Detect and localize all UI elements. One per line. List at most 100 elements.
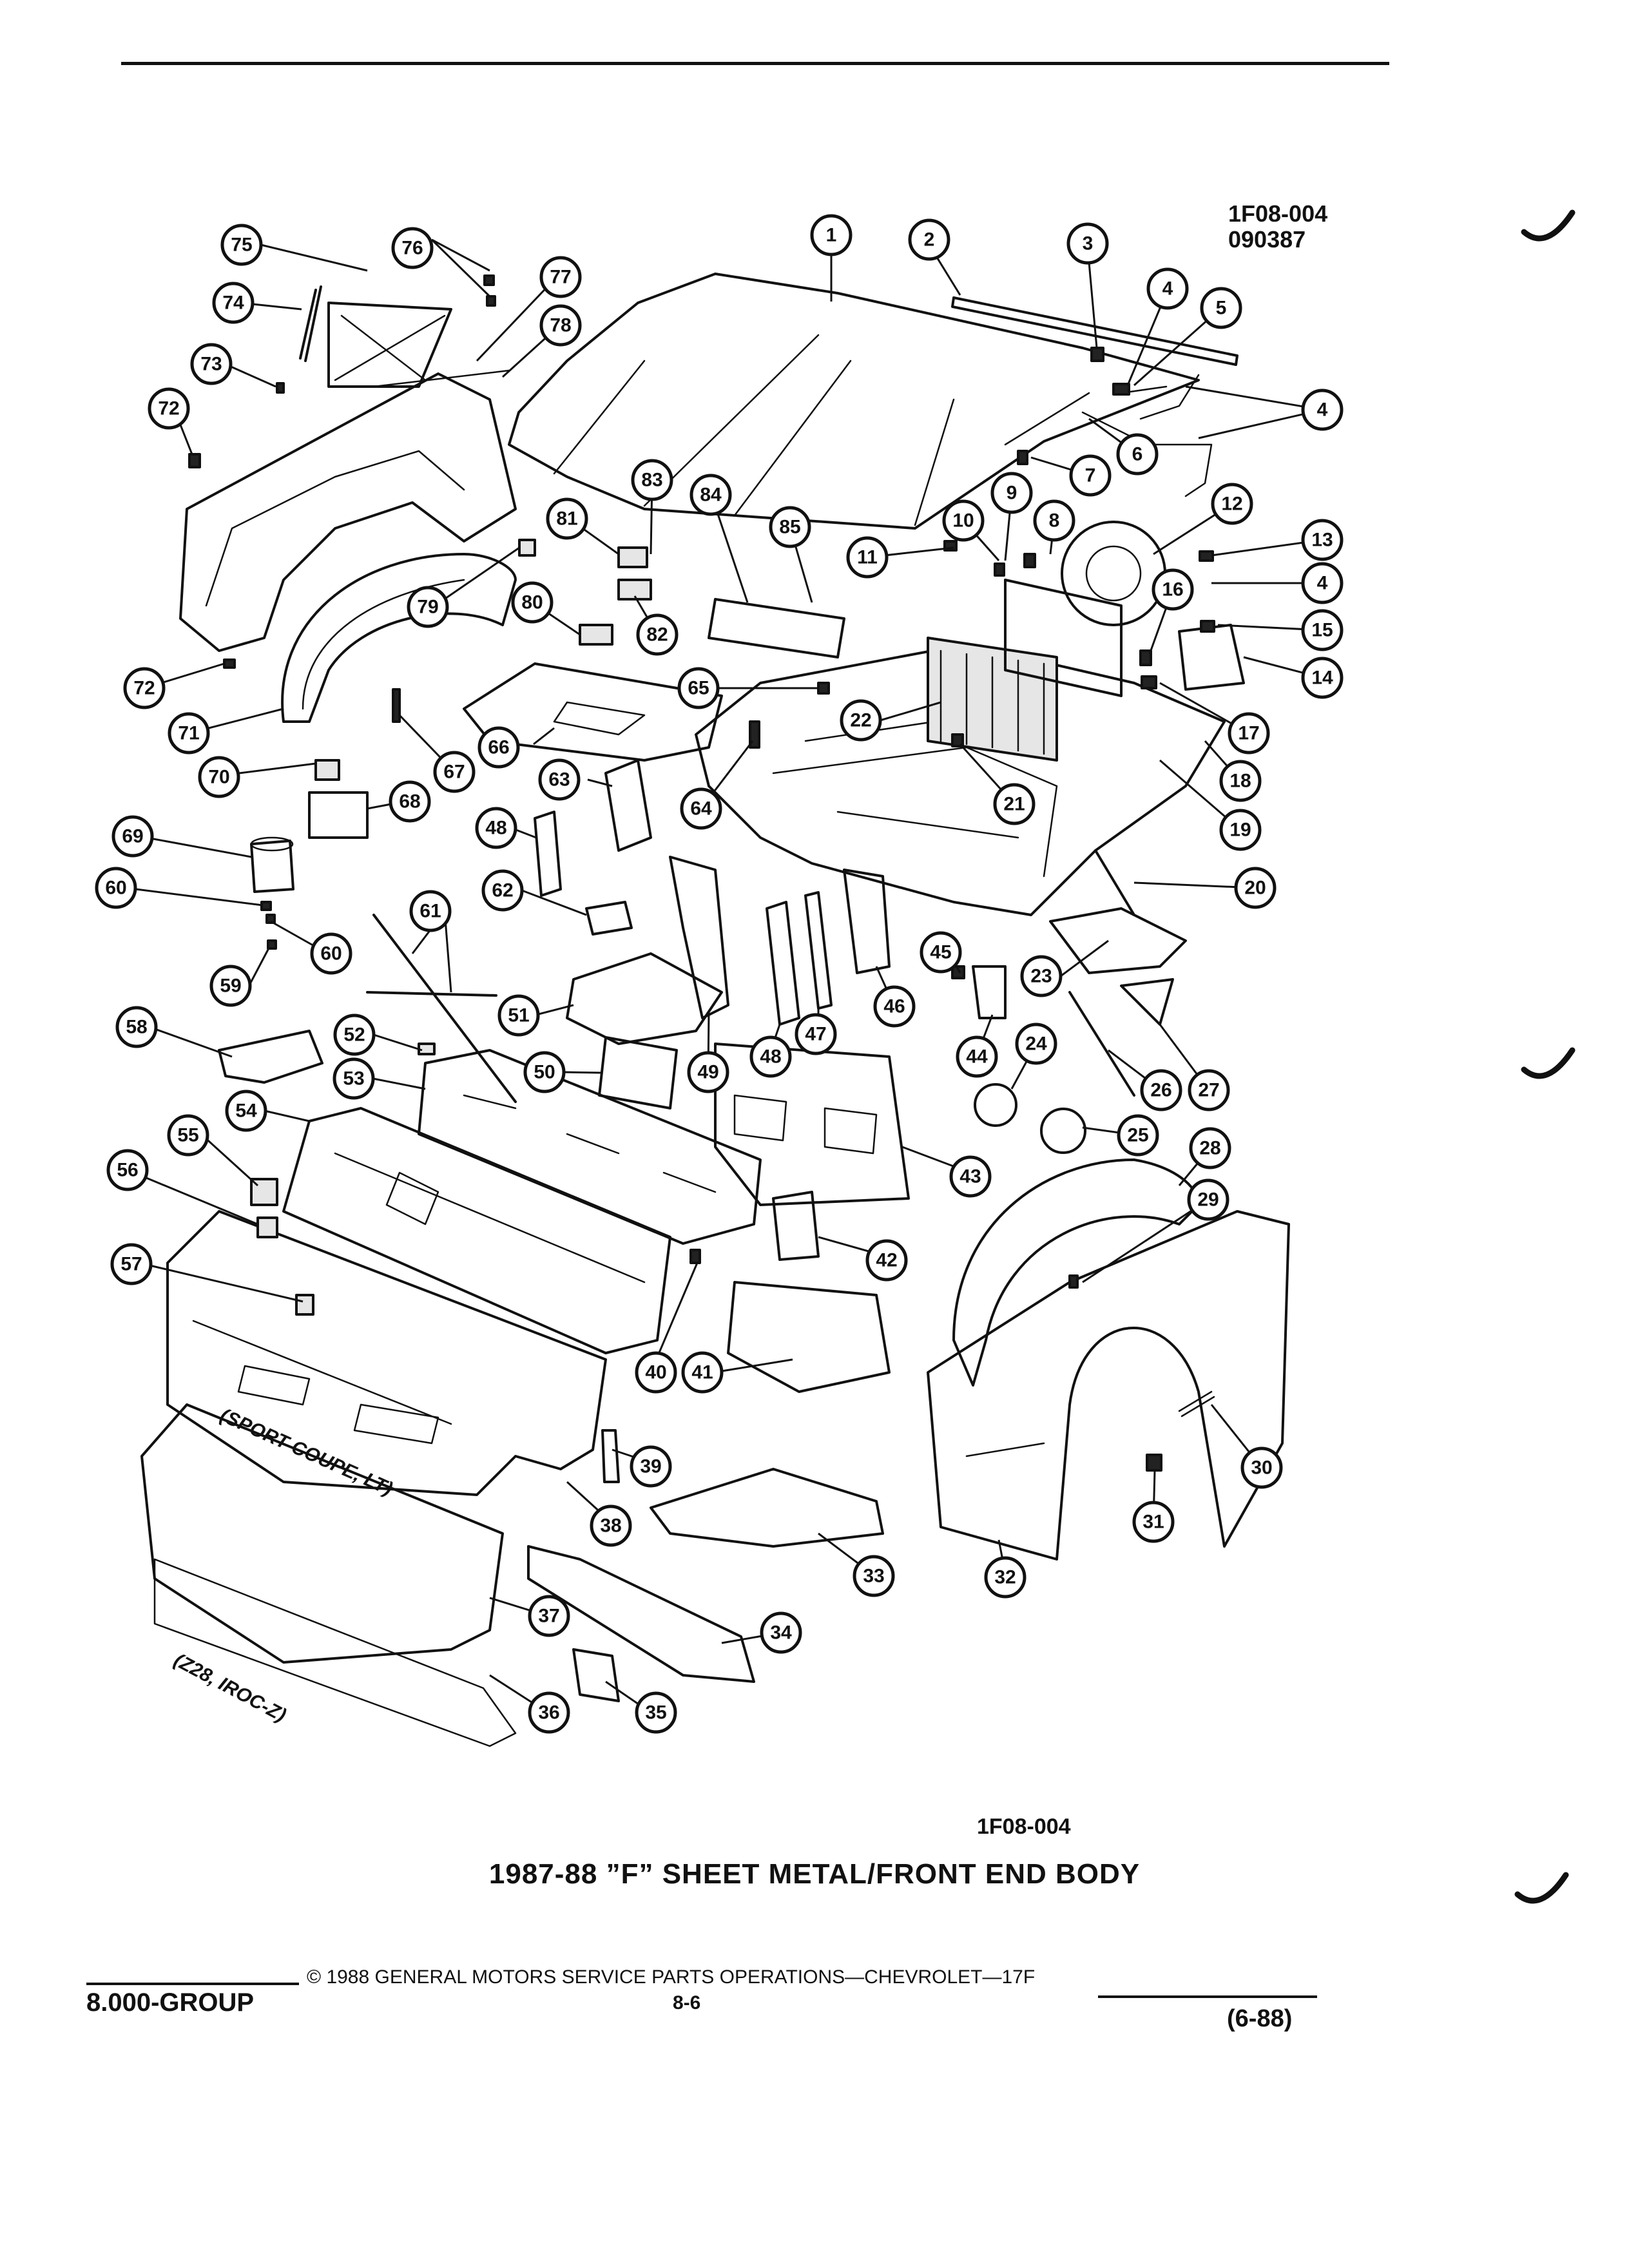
callout-17[interactable]: 17: [1228, 712, 1270, 754]
callout-30[interactable]: 30: [1240, 1446, 1283, 1489]
callout-20[interactable]: 20: [1234, 867, 1277, 909]
callout-64[interactable]: 64: [680, 787, 722, 830]
callout-61[interactable]: 61: [409, 890, 452, 932]
callout-7[interactable]: 7: [1069, 454, 1112, 497]
callout-label: 46: [883, 996, 905, 1017]
callout-75[interactable]: 74: [212, 282, 255, 324]
callout-53[interactable]: 53: [333, 1057, 375, 1100]
callout-85[interactable]: 84: [689, 474, 732, 516]
callout-76[interactable]: 75: [220, 224, 263, 266]
callout-21[interactable]: 21: [993, 783, 1036, 825]
callout-35[interactable]: 35: [635, 1691, 677, 1734]
callout-54[interactable]: 54: [225, 1090, 267, 1132]
callout-10[interactable]: 10: [942, 499, 985, 542]
hood-seal-strip-drawing: [951, 296, 1239, 366]
callout-65[interactable]: 65: [677, 667, 720, 709]
callout-78[interactable]: 77: [539, 256, 582, 298]
callout-48-center[interactable]: 48: [749, 1035, 792, 1078]
callout-82[interactable]: 81: [546, 497, 588, 540]
callout-1[interactable]: 1: [810, 214, 853, 256]
air-deflector-41-drawing: [727, 1281, 891, 1393]
callout-13[interactable]: 13: [1301, 519, 1344, 561]
callout-42[interactable]: 42: [865, 1239, 908, 1282]
callout-67[interactable]: 67: [433, 751, 476, 793]
callout-86[interactable]: 85: [769, 506, 811, 548]
callout-2[interactable]: 2: [908, 218, 950, 261]
callout-14[interactable]: 14: [1301, 657, 1344, 699]
callout-40[interactable]: 40: [635, 1351, 677, 1394]
callout-45[interactable]: 45: [920, 931, 962, 974]
callout-9[interactable]: 9: [990, 472, 1033, 514]
callout-52[interactable]: 52: [333, 1014, 376, 1056]
callout-63[interactable]: 63: [538, 758, 581, 801]
callout-62[interactable]: 62: [481, 869, 524, 912]
callout-71[interactable]: 71: [168, 712, 210, 754]
callout-59[interactable]: 59: [209, 965, 252, 1007]
callout-label: 39: [640, 1456, 661, 1477]
callout-37[interactable]: 37: [528, 1595, 570, 1637]
callout-27[interactable]: 27: [1188, 1069, 1230, 1111]
callout-34[interactable]: 34: [760, 1611, 802, 1654]
clip-5-drawing: [1112, 383, 1130, 396]
callout-6[interactable]: 6: [1116, 433, 1159, 476]
callout-label: 24: [1025, 1033, 1047, 1055]
callout-31[interactable]: 31: [1132, 1501, 1175, 1543]
callout-29[interactable]: 29: [1187, 1178, 1229, 1221]
callout-56[interactable]: 56: [106, 1149, 149, 1191]
callout-28[interactable]: 28: [1189, 1127, 1231, 1169]
callout-84[interactable]: 83: [631, 459, 673, 501]
callout-77[interactable]: 76: [391, 227, 434, 269]
callout-18[interactable]: 18: [1219, 760, 1262, 802]
callout-4-clamp[interactable]: 4: [1301, 562, 1344, 604]
callout-39[interactable]: 39: [630, 1445, 672, 1488]
callout-51[interactable]: 51: [497, 994, 540, 1037]
callout-4-hose[interactable]: 4: [1301, 389, 1344, 431]
callout-24[interactable]: 24: [1015, 1023, 1057, 1065]
callout-5[interactable]: 5: [1200, 287, 1242, 329]
callout-47[interactable]: 47: [795, 1013, 837, 1055]
callout-49[interactable]: 49: [687, 1051, 729, 1093]
callout-60-left[interactable]: 60: [95, 867, 137, 909]
callout-15[interactable]: 15: [1301, 609, 1344, 651]
callout-44[interactable]: 44: [956, 1035, 998, 1078]
callout-label: 61: [419, 901, 441, 922]
callout-36[interactable]: 36: [528, 1691, 570, 1734]
callout-48-left[interactable]: 48: [475, 807, 517, 849]
callout-19[interactable]: 19: [1219, 809, 1262, 851]
callout-8[interactable]: 8: [1033, 499, 1075, 542]
splash-panel-23-drawing: [1049, 907, 1187, 974]
callout-58[interactable]: 58: [115, 1006, 158, 1048]
callout-43[interactable]: 43: [949, 1155, 992, 1198]
callout-label: 74: [222, 293, 244, 314]
callout-32[interactable]: 32: [984, 1556, 1027, 1599]
callout-11[interactable]: 11: [846, 536, 889, 579]
callout-80[interactable]: 79: [407, 586, 449, 628]
callout-68[interactable]: 68: [389, 780, 431, 823]
callout-55[interactable]: 55: [167, 1114, 209, 1157]
callout-3[interactable]: 3: [1066, 222, 1109, 265]
callout-60-right[interactable]: 60: [310, 932, 352, 975]
callout-12[interactable]: 12: [1211, 483, 1253, 525]
callout-73[interactable]: 72: [148, 387, 190, 430]
callout-16[interactable]: 16: [1152, 568, 1194, 611]
callout-83[interactable]: 82: [636, 613, 679, 656]
callout-41[interactable]: 41: [681, 1351, 724, 1394]
callout-69[interactable]: 69: [111, 815, 154, 858]
callout-33[interactable]: 33: [853, 1555, 895, 1597]
callout-38[interactable]: 38: [590, 1504, 632, 1547]
callout-74[interactable]: 73: [190, 343, 233, 385]
callout-label: 48: [485, 818, 506, 839]
callout-25[interactable]: 25: [1117, 1114, 1159, 1157]
callout-4[interactable]: 4: [1146, 267, 1189, 310]
callout-26[interactable]: 26: [1140, 1069, 1182, 1111]
callout-57[interactable]: 57: [110, 1243, 153, 1285]
callout-79[interactable]: 78: [539, 304, 582, 347]
callout-23[interactable]: 23: [1020, 955, 1063, 997]
callout-72[interactable]: 72: [123, 667, 166, 709]
callout-46[interactable]: 46: [873, 985, 916, 1028]
callout-22[interactable]: 22: [840, 699, 882, 742]
callout-66[interactable]: 66: [477, 726, 520, 769]
callout-70[interactable]: 70: [198, 756, 240, 798]
callout-50[interactable]: 50: [523, 1051, 566, 1093]
callout-81[interactable]: 80: [511, 581, 554, 624]
